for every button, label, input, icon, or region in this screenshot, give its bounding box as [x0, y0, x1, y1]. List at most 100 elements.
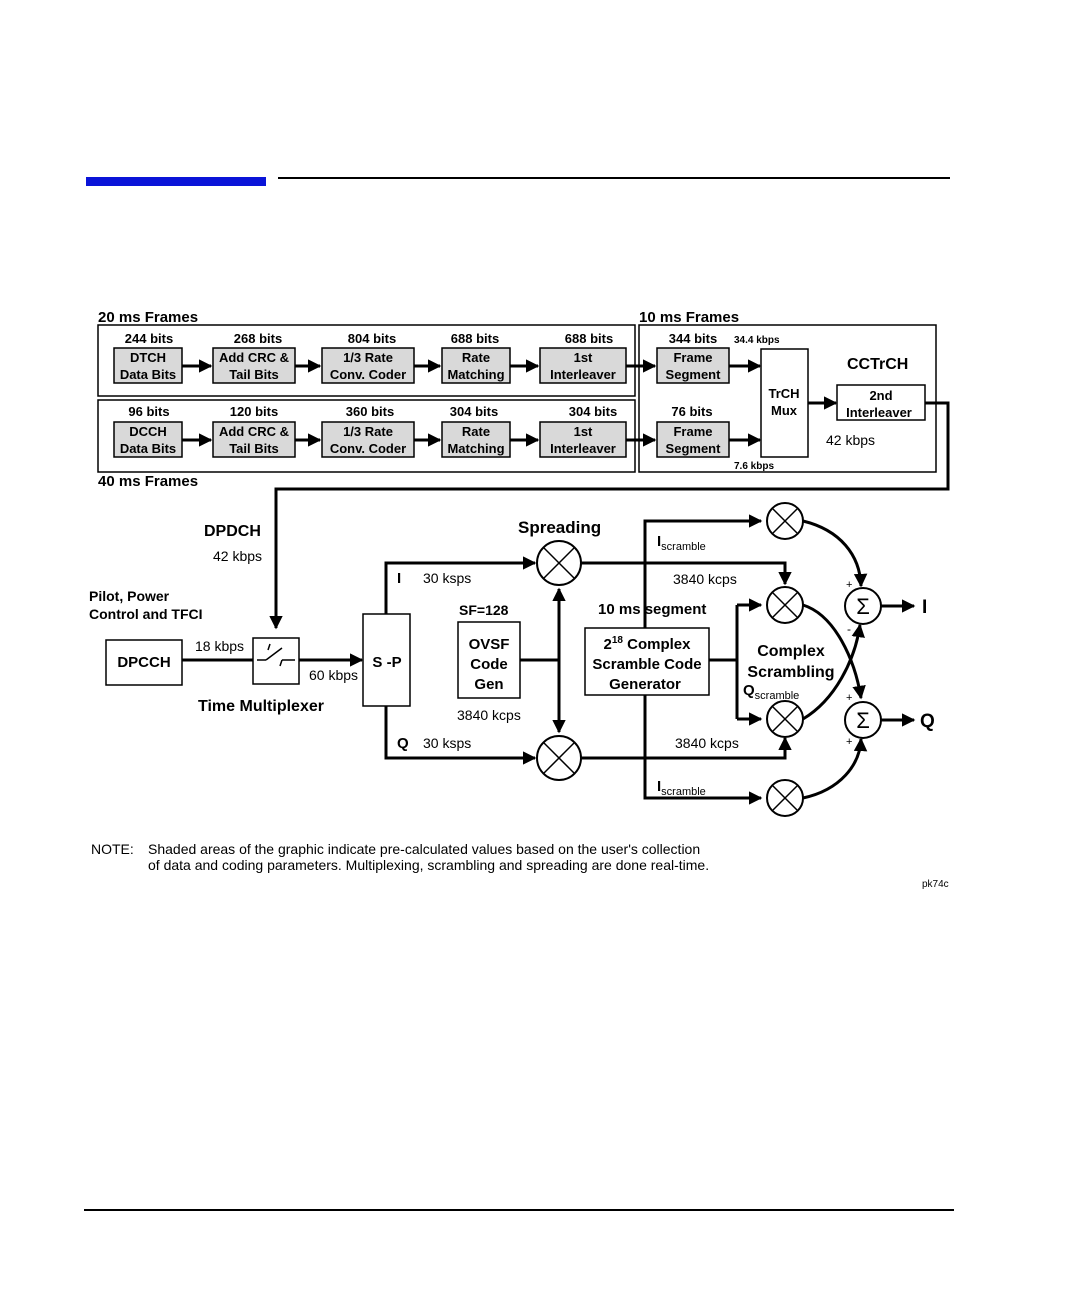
svg-text:Σ: Σ	[856, 594, 870, 619]
output-q-label: Q	[920, 711, 935, 732]
switch-icon	[257, 643, 295, 667]
scramble-gen-l1: 218 Complex	[604, 635, 692, 653]
dcch-block-1-l1: Add CRC &	[219, 424, 289, 439]
dtch-block-0-l1: DTCH	[130, 350, 166, 365]
i-scramble-bottom: Iscramble	[657, 778, 706, 798]
scramble-code-generator-block	[584, 627, 710, 696]
dtch-block-4-l2: Interleaver	[550, 367, 616, 382]
dtch-block-4-l1: 1st	[574, 350, 593, 365]
i-chip-rate: 3840 kcps	[673, 571, 737, 587]
frame-group-10ms	[638, 324, 937, 473]
complex-scrambling-l2: Scrambling	[747, 664, 834, 681]
second-interleaver-block	[836, 384, 926, 421]
summer-i: Σ	[844, 587, 882, 625]
dtch-block-2-l2: Conv. Coder	[330, 367, 406, 382]
dcch-rate-matching-block	[441, 421, 511, 458]
dtch-bits-1: 268 bits	[234, 331, 282, 346]
dcch-block-2-l2: Conv. Coder	[330, 441, 406, 456]
note-prefix: NOTE:	[91, 841, 134, 857]
ovsf-code-gen-block	[457, 621, 521, 699]
summer-q-plus-1: +	[846, 692, 852, 704]
trch-mux-block	[760, 348, 809, 458]
scramble-gen-l2: Scramble Code	[592, 656, 701, 673]
summer-i-plus: +	[846, 579, 852, 591]
frames-10ms-label: 10 ms Frames	[639, 309, 739, 326]
ovsf-l2: Code	[470, 656, 508, 673]
pilot-label-l1: Pilot, Power	[89, 588, 170, 604]
i-branch-rate: 30 ksps	[423, 570, 471, 586]
dcch-block-2-l1: 1/3 Rate	[343, 424, 393, 439]
dcch-block-1-l2: Tail Bits	[229, 441, 279, 456]
dtch-data-bits-block	[113, 347, 183, 384]
time-multiplexer-label: Time Multiplexer	[198, 698, 324, 715]
dtch-block-3-l2: Matching	[447, 367, 504, 382]
dtch-block-1-l2: Tail Bits	[229, 367, 279, 382]
dcch-block-0-l1: DCCH	[129, 424, 167, 439]
spreading-label: Spreading	[518, 518, 601, 537]
dpcch-rate: 18 kbps	[195, 638, 244, 654]
complex-scrambling-l1: Complex	[757, 643, 825, 660]
dtch-rate-matching-block	[441, 347, 511, 384]
q-chip-rate: 3840 kcps	[675, 735, 739, 751]
dcch-block-4-l2: Interleaver	[550, 441, 616, 456]
time-multiplexer-block	[252, 637, 300, 685]
dtch-block-5-l1: Frame	[673, 350, 712, 365]
frame-group-20ms	[97, 324, 636, 397]
second-interleaver-l2: Interleaver	[846, 405, 912, 420]
segment-label: 10 ms segment	[598, 601, 706, 618]
dpcch-label: DPCCH	[117, 654, 170, 671]
dtch-chain: 244 bits 268 bits 804 bits 688 bits 688 …	[113, 331, 780, 384]
second-interleaver-l1: 2nd	[869, 388, 892, 403]
pilot-label-l2: Control and TFCI	[89, 606, 203, 622]
footer-rule	[84, 1209, 954, 1211]
dtch-block-2-l1: 1/3 Rate	[343, 350, 393, 365]
dcch-block-3-l2: Matching	[447, 441, 504, 456]
note-line-1: Shaded areas of the graphic indicate pre…	[148, 841, 701, 857]
scramble-gen-l3: Generator	[609, 676, 681, 693]
dcch-chain: 96 bits 120 bits 360 bits 304 bits 304 b…	[113, 404, 774, 472]
ovsf-l1: OVSF	[469, 636, 510, 653]
dcch-block-0-l2: Data Bits	[120, 441, 176, 456]
spreading-multiplier-i	[536, 540, 582, 586]
dcch-data-bits-block	[113, 421, 183, 458]
i-branch-label: I	[397, 570, 401, 587]
dcch-bits-3: 304 bits	[450, 404, 498, 419]
scramble-multiplier-2	[766, 586, 804, 624]
dcch-bits-1: 120 bits	[230, 404, 278, 419]
frame-group-40ms	[97, 399, 636, 473]
dcch-frame-segment-block	[656, 421, 730, 458]
dpcch-block	[105, 639, 183, 686]
dtch-block-3-l1: Rate	[462, 350, 490, 365]
frames-40ms-label: 40 ms Frames	[98, 473, 198, 490]
dcch-block-5-l1: Frame	[673, 424, 712, 439]
dtch-block-1-l1: Add CRC &	[219, 350, 289, 365]
scramble-multiplier-3	[766, 700, 804, 738]
svg-text:Σ: Σ	[856, 708, 870, 733]
figure-code: pk74c	[922, 879, 949, 890]
dcch-rate: 7.6 kbps	[734, 461, 774, 472]
dcch-coder-block	[321, 421, 415, 458]
dtch-bits-5: 344 bits	[669, 331, 717, 346]
cctrch-label: CCTrCH	[847, 356, 908, 373]
trch-mux-l2: Mux	[771, 403, 798, 418]
dtch-block-0-l2: Data Bits	[120, 367, 176, 382]
i-scramble-top: Iscramble	[657, 533, 706, 553]
frames-20ms-label: 20 ms Frames	[98, 309, 198, 326]
summer-q: Σ	[844, 701, 882, 739]
dtch-bits-3: 688 bits	[451, 331, 499, 346]
dtch-frame-segment-block	[656, 347, 730, 384]
summer-q-plus-2: +	[846, 736, 852, 748]
dcch-bits-0: 96 bits	[128, 404, 169, 419]
q-branch-rate: 30 ksps	[423, 735, 471, 751]
dcch-bits-4: 304 bits	[569, 404, 617, 419]
summer-i-minus: -	[847, 622, 851, 636]
dcch-crc-block	[212, 421, 296, 458]
dtch-bits-4: 688 bits	[565, 331, 613, 346]
sp-converter-label: S -P	[372, 654, 401, 671]
dtch-coder-block	[321, 347, 415, 384]
dtch-rate: 34.4 kbps	[734, 335, 780, 346]
dcch-block-5-l2: Segment	[666, 441, 722, 456]
dcch-bits-2: 360 bits	[346, 404, 394, 419]
trch-mux-l1: TrCH	[768, 386, 799, 401]
